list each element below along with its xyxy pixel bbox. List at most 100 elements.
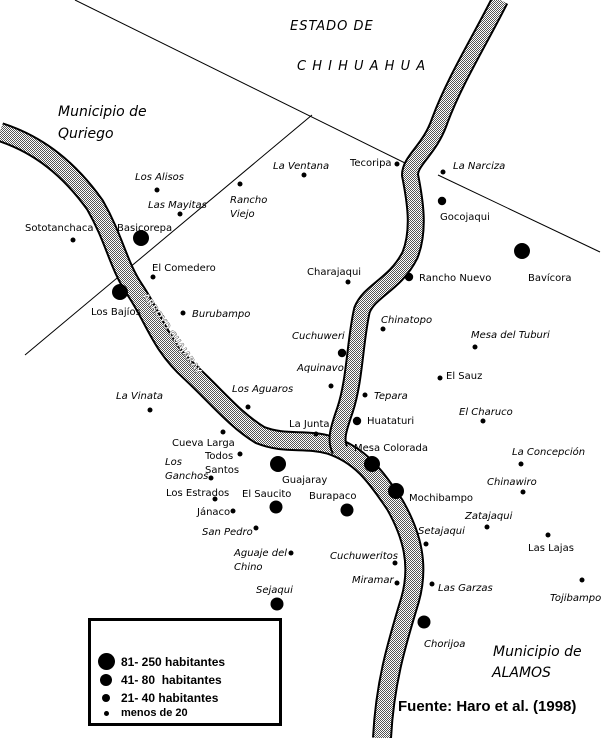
settlement-tojibampo: Tojibampo xyxy=(550,577,601,604)
settlement-dot xyxy=(313,431,319,437)
settlement-label: Las Garzas xyxy=(438,583,493,594)
settlement-sototanchaca: Sototanchaca xyxy=(25,223,93,243)
settlement-setajaqui: Setajaqui xyxy=(418,526,465,547)
settlement-dot xyxy=(237,451,243,457)
settlement-mochibampo: Mochibampo xyxy=(388,483,473,504)
settlement-dot xyxy=(429,581,435,587)
settlement-dot xyxy=(337,348,347,358)
settlement-guajaray: Guajaray xyxy=(270,456,327,486)
settlement-dot xyxy=(328,383,334,389)
settlement-la-narciza: La Narciza xyxy=(440,161,505,175)
settlement-label: Miramar xyxy=(352,575,395,586)
legend-item: 21- 40 habitantes xyxy=(91,691,218,705)
settlement-burubampo: Burubampo xyxy=(180,309,250,320)
settlement-label: Burapaco xyxy=(309,491,357,502)
settlement-dot xyxy=(520,489,526,495)
legend: 81- 250 habitantes 41- 80 habitantes 21-… xyxy=(88,618,282,726)
settlement-los-aguaros: Los Aguaros xyxy=(232,384,293,410)
settlement-bavicora: Bavícora xyxy=(514,243,572,284)
settlement-las-lajas: Las Lajas xyxy=(528,532,574,554)
settlement-dot xyxy=(180,310,186,316)
settlement-cuchuweritos: Cuchuweritos xyxy=(330,551,398,566)
settlement-burapaco: Burapaco xyxy=(309,491,357,517)
settlement-las-mayitas: Las Mayitas xyxy=(148,200,207,217)
region-labels: ESTADO DE C H I H U A H U A Municipio de… xyxy=(58,19,582,681)
settlement-dot xyxy=(437,196,447,206)
alamos-label-line1: Municipio de xyxy=(493,644,582,660)
settlement-label: Chorijoa xyxy=(424,639,465,650)
settlement-dot xyxy=(112,284,128,300)
legend-label: 81- 250 habitantes xyxy=(121,654,226,669)
settlement-label: Cuchuweritos xyxy=(330,551,398,562)
settlement-los-alisos: Los Alisos xyxy=(135,172,184,193)
settlement-dot xyxy=(220,429,226,435)
settlement-label: Chinatopo xyxy=(381,315,432,326)
settlement-dot xyxy=(340,503,354,517)
settlement-label: Aquinavo xyxy=(296,363,344,374)
settlement-tepara: Tepara xyxy=(362,391,408,402)
large-dot-icon xyxy=(97,653,115,670)
settlement-label: Los Aguaros xyxy=(232,384,293,395)
settlement-label: Tojibampo xyxy=(550,593,601,604)
settlement-el-comedero: El Comedero xyxy=(150,263,216,280)
settlement-dot xyxy=(245,404,251,410)
settlement-la-vinata: La Vinata xyxy=(116,391,163,413)
alamos-label-line2: ALAMOS xyxy=(491,665,551,681)
settlement-mesa-del-tuburi: Mesa del Tuburi xyxy=(471,330,550,350)
settlement-label: Sejaqui xyxy=(256,585,293,596)
settlement-label: Cueva Larga xyxy=(172,438,235,449)
settlement-cueva-larga: Cueva Larga xyxy=(172,429,235,449)
settlement-dot xyxy=(388,483,404,499)
settlement-dot xyxy=(380,326,386,332)
boundary-line-northeast xyxy=(437,174,601,253)
settlement-label: Tepara xyxy=(374,391,408,402)
settlement-label: El Comedero xyxy=(152,263,216,274)
settlement-label: Chinawiro xyxy=(487,477,537,488)
settlement-label: Setajaqui xyxy=(418,526,465,537)
settlement-label: Los Alisos xyxy=(135,172,184,183)
settlement-label: Rancho Nuevo xyxy=(419,273,491,284)
settlement-label: Burubampo xyxy=(192,309,250,320)
legend-item: 81- 250 habitantes xyxy=(91,653,225,670)
settlement-dot xyxy=(301,172,307,178)
river-arroyo-guajaray xyxy=(0,124,423,738)
boundary-line-west xyxy=(24,114,313,356)
settlement-dot xyxy=(480,418,486,424)
settlement-label: Guajaray xyxy=(282,475,327,486)
settlement-la-junta: La Junta xyxy=(289,419,330,437)
settlement-label: Charajaqui xyxy=(307,267,361,278)
settlement-mesa-colorada: Mesa Colorada xyxy=(354,443,428,472)
settlement-dot xyxy=(133,230,149,246)
settlement-cuchuweri: Cuchuweri xyxy=(292,331,347,358)
settlement-label: Los Bajíos xyxy=(91,306,141,318)
settlement-dot xyxy=(345,279,351,285)
settlement-dot xyxy=(212,496,218,502)
settlement-las-garzas: Las Garzas xyxy=(429,581,493,594)
settlement-el-charuco: El Charuco xyxy=(459,407,513,424)
settlement-dot xyxy=(518,461,524,467)
settlement-label: Mesa Colorada xyxy=(354,443,428,454)
settlement-san-pedro: San Pedro xyxy=(202,525,259,538)
settlement-label: El Charuco xyxy=(459,407,513,418)
settlement-label: Sototanchaca xyxy=(25,223,93,234)
settlement-dot xyxy=(269,500,283,514)
settlement-label: Tecoripa xyxy=(349,158,392,169)
legend-label: 21- 40 habitantes xyxy=(121,691,219,705)
settlement-dot xyxy=(437,375,443,381)
settlement-label: Zatajaqui xyxy=(464,511,513,522)
settlement-rancho-nuevo: Rancho Nuevo xyxy=(404,272,491,284)
settlement-label: Las Mayitas xyxy=(148,200,207,211)
settlement-label: Las Lajas xyxy=(528,543,574,554)
settlement-charajaqui: Charajaqui xyxy=(307,267,361,285)
legend-item: menos de 20 xyxy=(91,707,188,719)
settlement-dot xyxy=(150,274,156,280)
legend-label: 41- 80 habitantes xyxy=(121,673,222,687)
settlement-label: La Vinata xyxy=(116,391,163,402)
settlement-dot xyxy=(230,508,236,514)
